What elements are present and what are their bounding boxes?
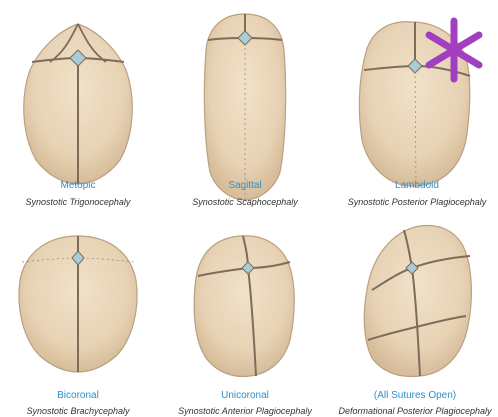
suture-label: Lambdoid (332, 180, 498, 191)
condition-label: Synostotic Posterior Plagiocephaly (332, 197, 498, 207)
skull-sagittal (204, 14, 285, 200)
caption-sagittal: Sagittal Synostotic Scaphocephaly (162, 180, 328, 207)
caption-sutures-open: (All Sutures Open) Deformational Posteri… (332, 390, 498, 416)
suture-label: Unicoronal (162, 390, 328, 401)
skull-unicoronal (194, 236, 294, 377)
asterisk-icon (423, 15, 485, 85)
condition-label: Synostotic Brachycephaly (0, 406, 161, 416)
skull-bicoronal (19, 236, 137, 372)
condition-label: Synostotic Scaphocephaly (162, 197, 328, 207)
caption-metopic: Metopic Synostotic Trigonocephaly (0, 180, 161, 207)
condition-label: Synostotic Trigonocephaly (0, 197, 161, 207)
suture-label: (All Sutures Open) (332, 390, 498, 401)
suture-label: Metopic (0, 180, 161, 191)
skull-sutures-open (364, 226, 471, 377)
skull-metopic (24, 24, 133, 184)
caption-bicoronal: Bicoronal Synostotic Brachycephaly (0, 390, 161, 416)
suture-label: Sagittal (162, 180, 328, 191)
condition-label: Synostotic Anterior Plagiocephaly (162, 406, 328, 416)
caption-unicoronal: Unicoronal Synostotic Anterior Plagiocep… (162, 390, 328, 416)
condition-label: Deformational Posterior Plagiocephaly (332, 406, 498, 416)
suture-label: Bicoronal (0, 390, 161, 401)
caption-lambdoid: Lambdoid Synostotic Posterior Plagioceph… (332, 180, 498, 207)
